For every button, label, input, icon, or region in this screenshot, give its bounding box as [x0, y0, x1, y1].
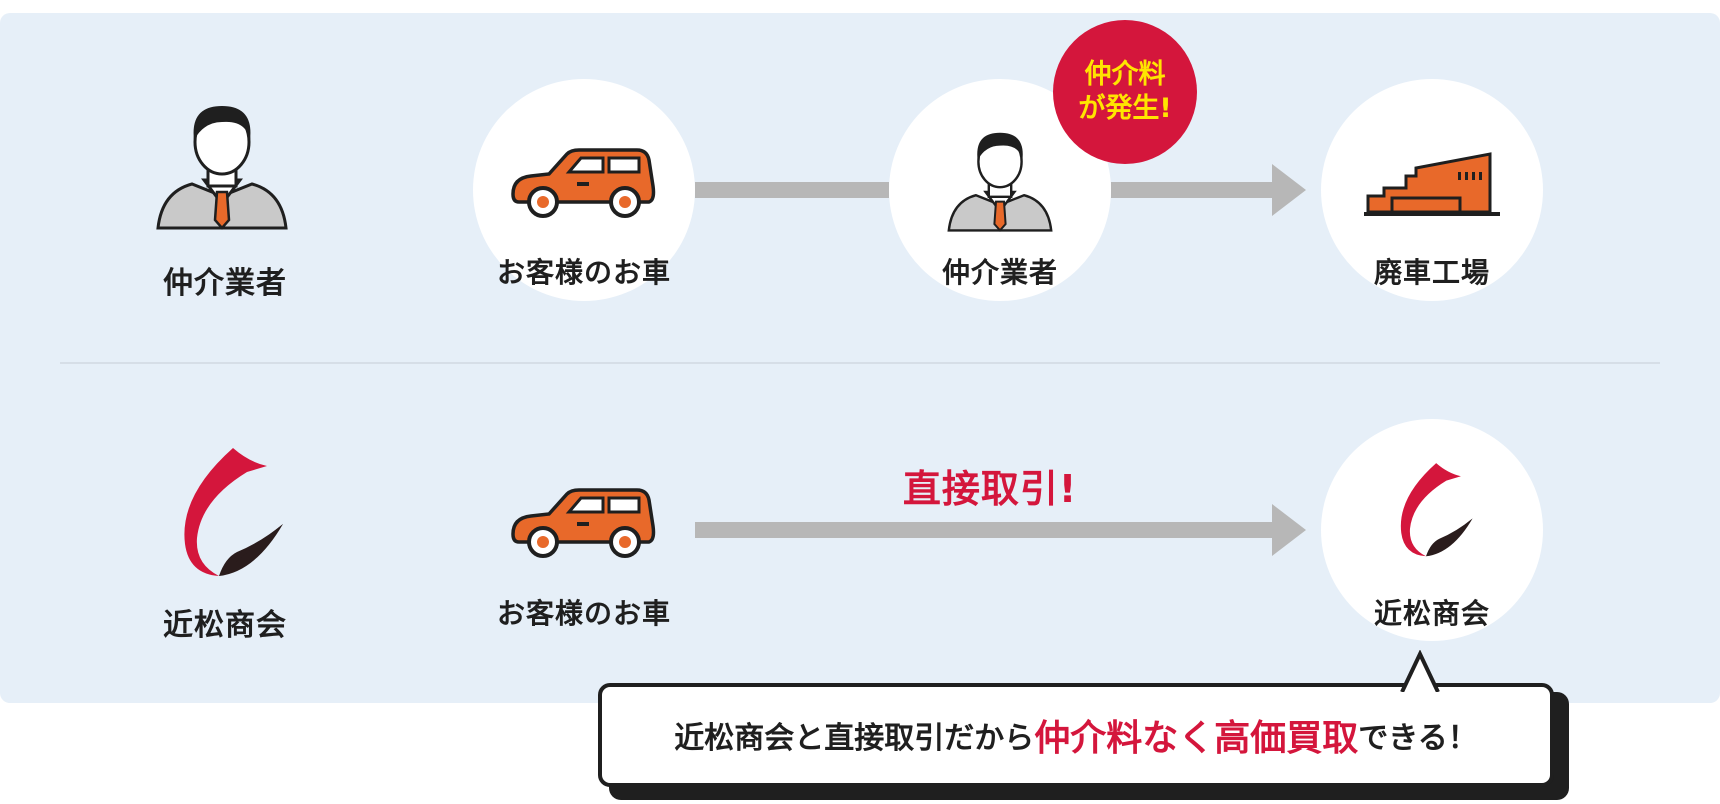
top-connector-line — [695, 182, 889, 198]
bottom-company-label: 近松商会 — [1373, 597, 1490, 630]
callout-prefix: 近松商会と直接取引だから — [674, 721, 1035, 756]
bottom-company-circle — [1321, 419, 1543, 641]
top-broker-label: 仲介業者 — [941, 256, 1058, 289]
callout-suffix: できる！ — [1358, 721, 1478, 756]
commission-badge: 仲介料 が発生! — [1053, 20, 1197, 164]
row-divider — [60, 362, 1660, 364]
top-left-label: 仲介業者 — [163, 266, 287, 301]
callout-box: 近松商会と直接取引だから 仲介料なく高価買取 できる！ — [598, 683, 1554, 787]
badge-line-2: が発生! — [1078, 93, 1172, 124]
callout-tail — [1400, 650, 1440, 692]
badge-line-1: 仲介料 — [1084, 59, 1166, 91]
bottom-left-label: 近松商会 — [163, 608, 287, 643]
top-arrow-head — [1272, 164, 1306, 216]
businessman-icon — [156, 106, 288, 230]
broker-businessman-icon — [947, 132, 1053, 232]
bottom-arrow-line — [695, 522, 1275, 538]
company-logo-small-icon — [1400, 463, 1473, 557]
bottom-car-label: お客様のお車 — [496, 597, 671, 630]
top-car-label: お客様のお車 — [496, 256, 671, 289]
factory-icon — [1364, 152, 1500, 216]
top-factory-label: 廃車工場 — [1373, 256, 1490, 289]
callout-highlight: 仲介料なく高価買取 — [1034, 718, 1359, 759]
car-icon — [511, 148, 656, 218]
direct-trade-label: 直接取引! — [902, 467, 1078, 511]
bottom-car-icon — [511, 488, 656, 558]
company-logo-icon — [184, 448, 283, 576]
top-arrow-line — [1111, 182, 1275, 198]
bottom-arrow-head — [1272, 504, 1306, 556]
